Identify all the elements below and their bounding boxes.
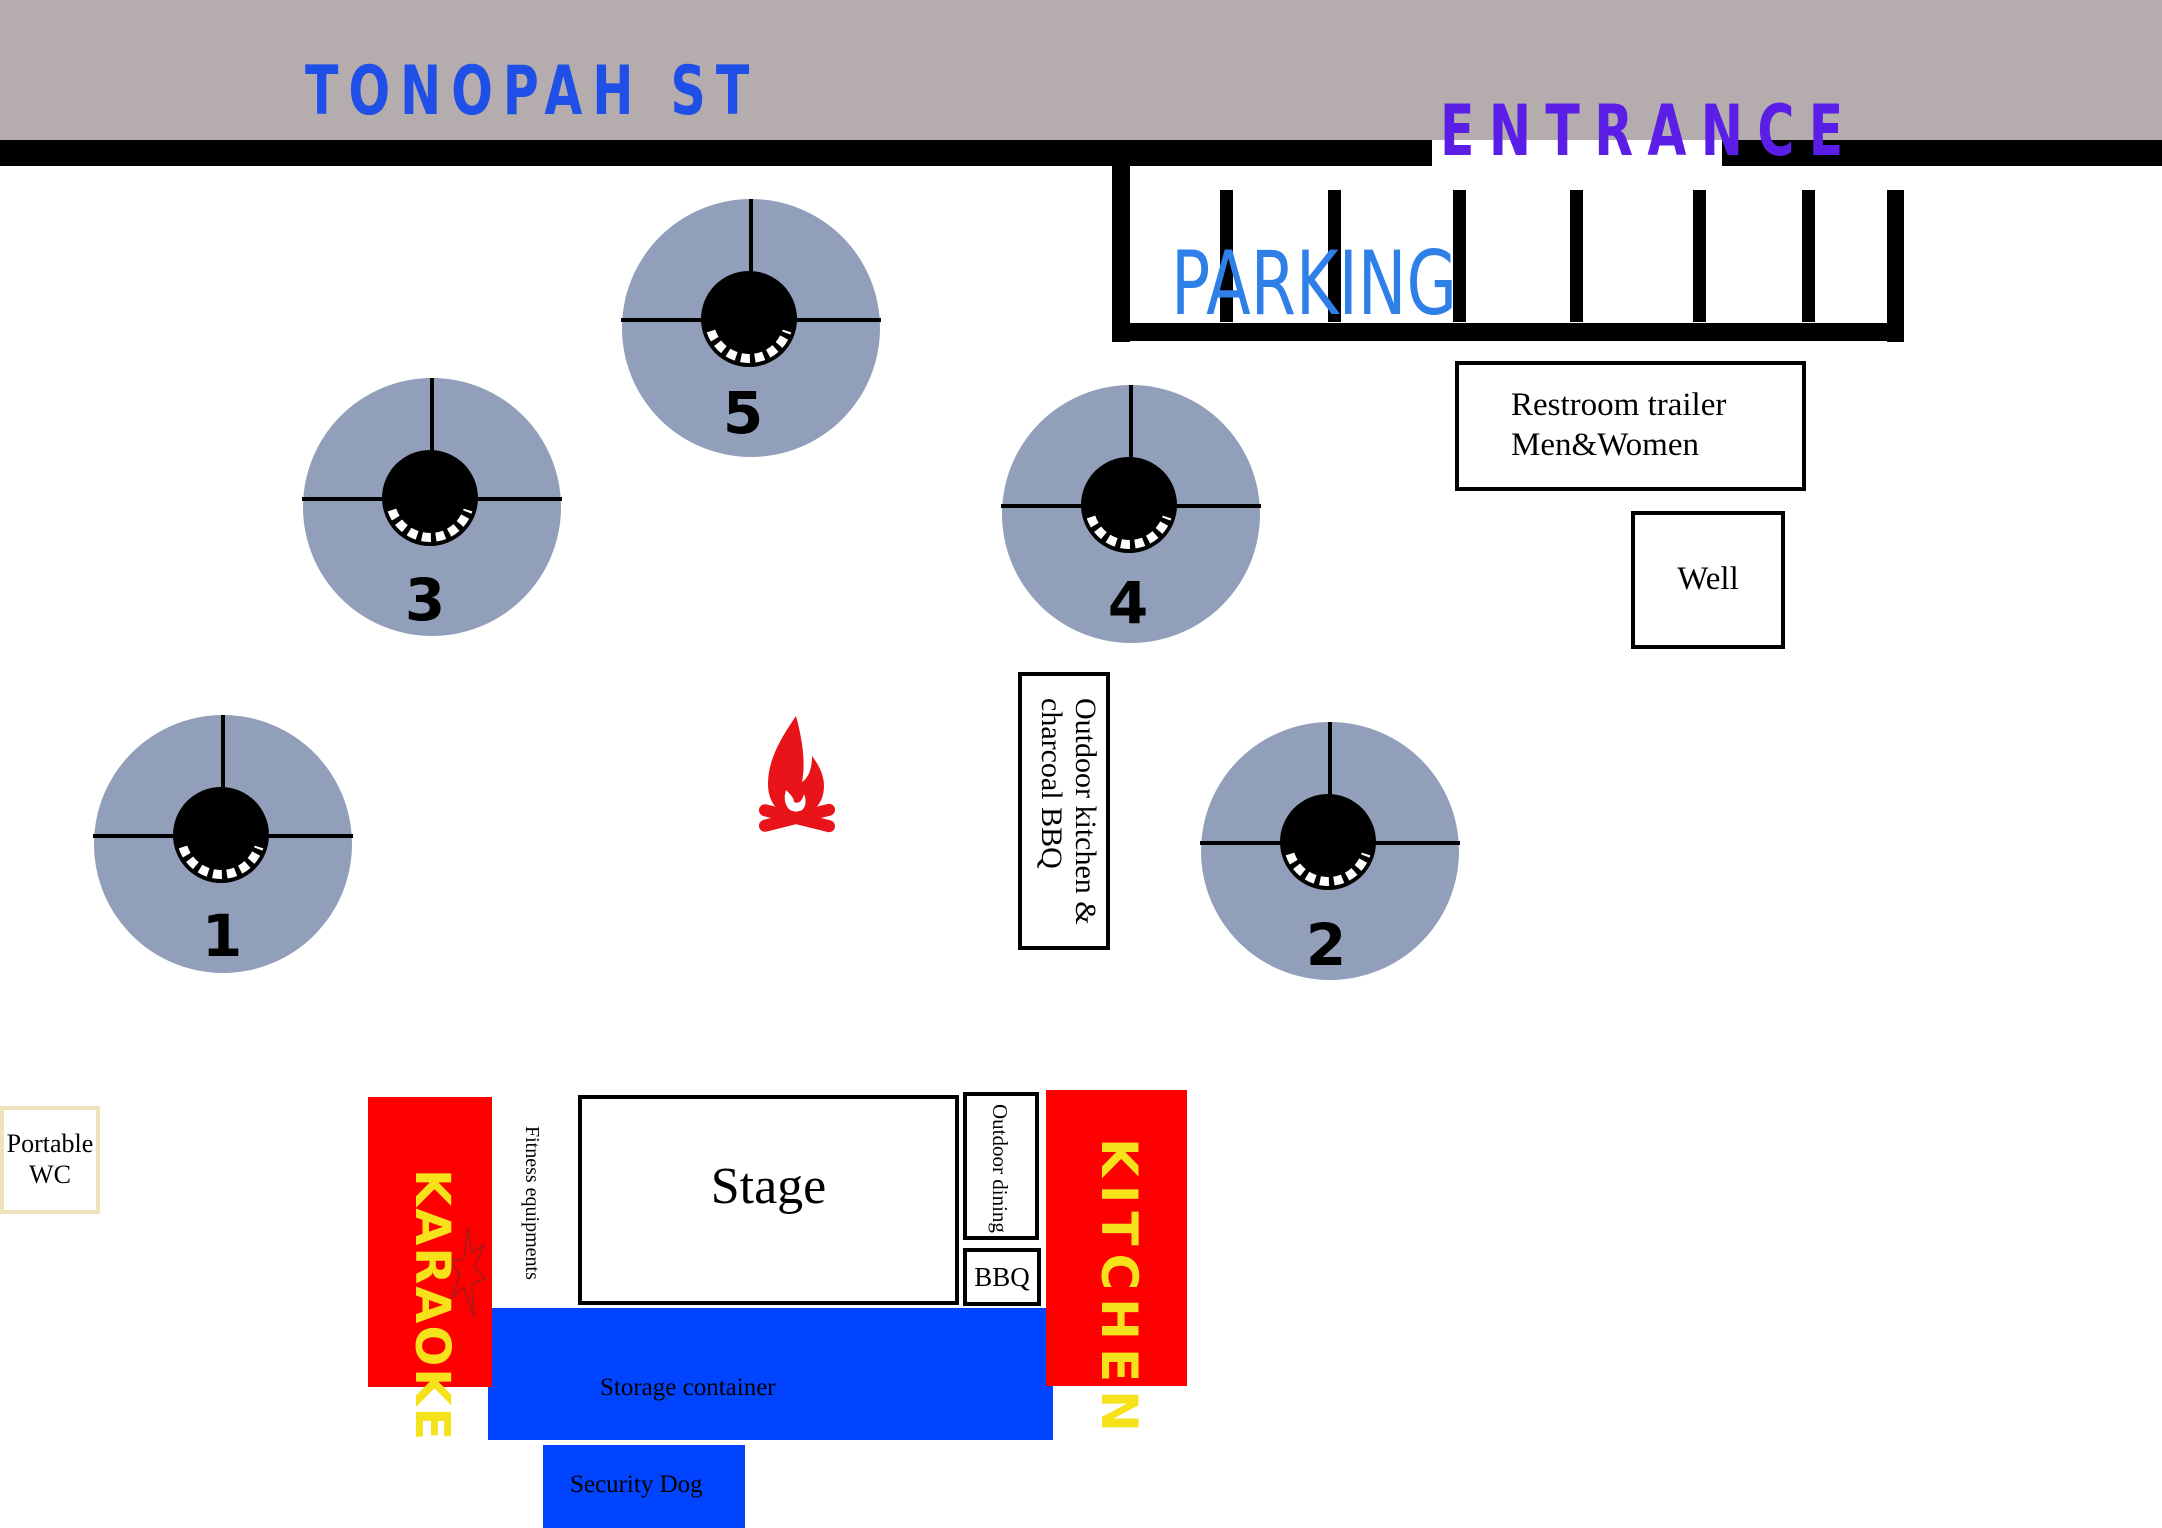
- tent-5[interactable]: 5: [620, 197, 882, 459]
- storage-label: Storage container: [600, 1374, 776, 1401]
- bbq-label: BBQ: [974, 1262, 1030, 1292]
- karaoke-label: KARAOKE: [404, 1169, 460, 1443]
- outdoor-kitchen-label: Outdoor kitchen & charcoal BBQ: [1035, 698, 1102, 925]
- outdoor-kitchen: Outdoor kitchen & charcoal BBQ: [1018, 672, 1110, 950]
- bbq: BBQ: [963, 1248, 1041, 1306]
- portable-wc-label-line1: Portable: [6, 1129, 94, 1158]
- starburst-icon: [450, 1227, 486, 1317]
- boundary-wall-right: [1722, 140, 2162, 166]
- tent-2[interactable]: 2: [1199, 720, 1461, 982]
- outdoor-dining-label: Outdoor dining: [988, 1104, 1012, 1233]
- tent-5-number: 5: [723, 379, 763, 447]
- restroom-trailer: Restroom trailer Men&Women: [1455, 361, 1806, 491]
- tent-4-number: 4: [1108, 569, 1148, 637]
- karaoke-area: KARAOKE: [368, 1097, 492, 1442]
- parking-divider: [1693, 190, 1706, 322]
- street: [0, 0, 2162, 140]
- outdoor-dining: Outdoor dining: [963, 1092, 1039, 1240]
- parking-divider: [1453, 190, 1466, 322]
- portable-wc-label: Portable WC: [4, 1128, 96, 1190]
- parking-divider: [1570, 190, 1583, 322]
- portable-wc: Portable WC: [0, 1106, 100, 1214]
- restroom-label: Restroom trailer Men&Women: [1511, 385, 1726, 465]
- storage-container: Storage container: [488, 1308, 1053, 1440]
- boundary-wall-left: [0, 140, 1432, 166]
- entrance-label: ENTRANCE: [1440, 90, 1858, 172]
- tent-1-number: 1: [202, 902, 242, 970]
- security-label: Security Dog: [570, 1471, 703, 1498]
- fitness-label: Fitness equipments: [521, 1126, 543, 1280]
- parking-divider: [1220, 190, 1233, 322]
- stage: Stage: [578, 1095, 959, 1305]
- tent-4[interactable]: 4: [1000, 383, 1262, 645]
- tent-1[interactable]: 1: [92, 713, 354, 975]
- well: Well: [1631, 511, 1785, 649]
- parking-right-wall: [1887, 190, 1904, 342]
- parking-bottom-wall: [1112, 323, 1904, 341]
- parking-label: PARKING: [1171, 232, 1457, 335]
- portable-wc-label-line2: WC: [29, 1160, 71, 1189]
- restroom-label-line2: Men&Women: [1511, 427, 1699, 463]
- parking-divider: [1802, 190, 1815, 322]
- stage-label: Stage: [710, 1158, 827, 1215]
- campfire-icon: [758, 716, 835, 833]
- kitchen-label: KITCHEN: [1090, 1138, 1148, 1440]
- tent-2-number: 2: [1306, 911, 1346, 979]
- restroom-label-line1: Restroom trailer: [1511, 387, 1727, 423]
- tent-3[interactable]: 3: [301, 376, 563, 638]
- street-name: TONOPAH ST: [305, 52, 760, 131]
- security-dog-area: Security Dog: [543, 1445, 745, 1528]
- well-label: Well: [1677, 561, 1739, 597]
- parking-left-wall: [1112, 164, 1130, 342]
- tent-3-number: 3: [405, 566, 445, 634]
- kitchen-area: KITCHEN: [1046, 1090, 1187, 1440]
- parking-divider: [1328, 190, 1341, 322]
